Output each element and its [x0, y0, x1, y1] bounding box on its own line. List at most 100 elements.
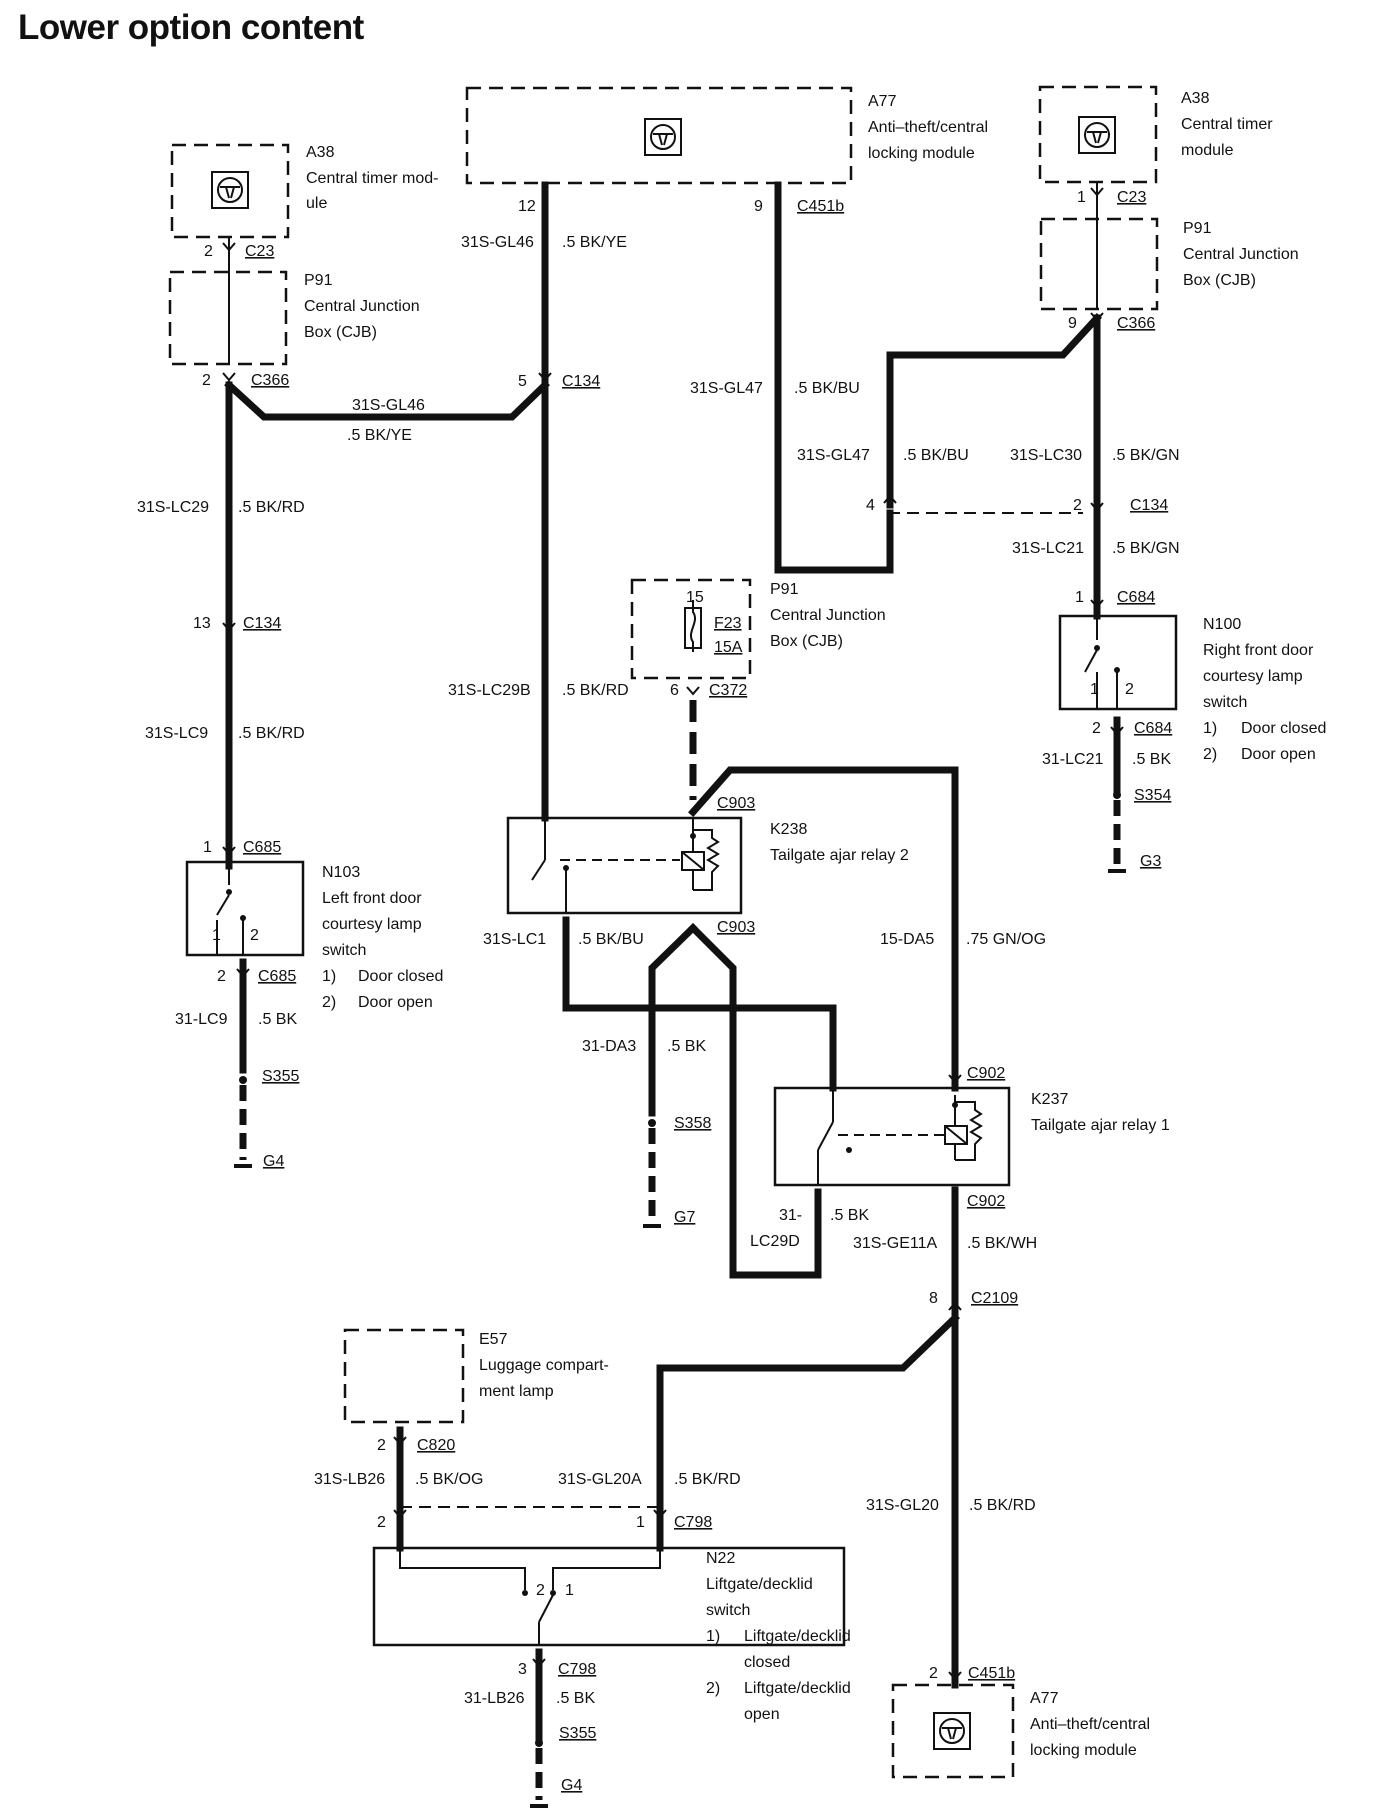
k238-name: Tailgate ajar relay 2 — [770, 847, 909, 864]
connector-pin: 2 — [217, 968, 226, 985]
wire-code: 31S-GE11A — [853, 1235, 938, 1252]
connector-label: C134 — [243, 615, 281, 632]
wire-code: 31S-LC29B — [448, 682, 531, 699]
n103-state: 1) — [322, 968, 336, 985]
a77-bottom-box — [891, 1683, 1015, 1779]
n22-state: Liftgate/decklid — [744, 1680, 851, 1697]
wire-spec: .5 BK/RD — [674, 1471, 741, 1488]
ground-label: G4 — [561, 1777, 582, 1794]
p91-right-box — [1039, 217, 1159, 311]
connector-pin: 1 — [1077, 189, 1086, 206]
a38-left-id: A38 — [306, 144, 335, 161]
wire-code: 31S-GL46 — [352, 397, 425, 414]
connector-label: C685 — [258, 968, 296, 985]
page-title: Lower option content — [18, 8, 364, 47]
n22-id: N22 — [706, 1550, 735, 1567]
n103-state: Door open — [358, 994, 433, 1011]
p91-right-name: Box (CJB) — [1183, 272, 1256, 289]
fuse-rating: 15A — [714, 639, 743, 656]
wire-code: 31S-GL46 — [461, 234, 534, 251]
n100-name: Right front door — [1203, 642, 1314, 659]
n103-state: 2) — [322, 994, 336, 1011]
n100-name: switch — [1203, 694, 1247, 711]
a77-bottom-name: Anti–theft/central — [1030, 1716, 1150, 1733]
connector-pin: 9 — [1068, 315, 1077, 332]
n22-state: 2) — [706, 1680, 720, 1697]
connector-pin: 1 — [636, 1514, 645, 1531]
connector-label: C372 — [709, 682, 747, 699]
e57-id: E57 — [479, 1331, 508, 1348]
connector-pin: 1 — [203, 839, 212, 856]
connector-label: C798 — [674, 1514, 712, 1531]
k237-name: Tailgate ajar relay 1 — [1031, 1117, 1170, 1134]
connector-label: C684 — [1117, 589, 1155, 606]
connector-label: C903 — [717, 795, 755, 812]
p91-fuse-box — [630, 578, 752, 680]
wire-code: 31S-GL47 — [690, 380, 763, 397]
connector-pin: 2 — [929, 1665, 938, 1682]
switch-pin: 1 — [1090, 681, 1099, 698]
wire-code: 31S-LC9 — [145, 725, 208, 742]
connector-pin: 2 — [1092, 720, 1101, 737]
connector-label: C23 — [245, 243, 274, 260]
n103-box — [185, 860, 305, 957]
connector-pin: 12 — [518, 198, 536, 215]
a77-bottom-id: A77 — [1030, 1690, 1059, 1707]
e57-box — [343, 1328, 465, 1424]
wire-spec: .5 BK/GN — [1112, 447, 1180, 464]
k237-box — [773, 1086, 1011, 1187]
n22-name: switch — [706, 1602, 750, 1619]
splice-label: S358 — [674, 1115, 711, 1132]
connector-label: C451b — [797, 198, 844, 215]
connector-label: C685 — [243, 839, 281, 856]
connector-label: C902 — [967, 1065, 1005, 1082]
connector-pin: 13 — [193, 615, 211, 632]
switch-pin: 1 — [212, 927, 221, 944]
p91-fuse-name: Box (CJB) — [770, 633, 843, 650]
wire-spec: .5 BK/RD — [238, 499, 305, 516]
connector-pin: 4 — [866, 497, 875, 514]
p91-right-id: P91 — [1183, 220, 1212, 237]
wire-spec: .5 BK/BU — [794, 380, 860, 397]
connector-label: C451b — [968, 1665, 1015, 1682]
wire-code: 31-LC21 — [1042, 751, 1103, 768]
wire-spec: .5 BK/BU — [578, 931, 644, 948]
connector-pin: 2 — [377, 1437, 386, 1454]
n22-state: 1) — [706, 1628, 720, 1645]
a38-left-name: Central timer mod- — [306, 170, 438, 187]
n22-state: open — [744, 1706, 780, 1723]
k238-id: K238 — [770, 821, 807, 838]
wire-spec: .5 BK — [667, 1038, 706, 1055]
wire-spec: .5 BK/YE — [562, 234, 627, 251]
n22-state: closed — [744, 1654, 790, 1671]
ground-label: G7 — [674, 1209, 695, 1226]
a77-top-id: A77 — [868, 93, 897, 110]
switch-pin: 2 — [1125, 681, 1134, 698]
module-icon — [1078, 116, 1116, 154]
wire-code: LC29D — [750, 1233, 800, 1250]
k237-id: K237 — [1031, 1091, 1068, 1108]
connector-pin: 3 — [518, 1661, 527, 1678]
connector-label: C134 — [1130, 497, 1168, 514]
connector-pin: 5 — [518, 373, 527, 390]
wire-spec: .5 BK — [556, 1690, 595, 1707]
p91-left-id: P91 — [304, 272, 333, 289]
a38-left-name: ule — [306, 195, 327, 212]
splice-label: S355 — [262, 1068, 299, 1085]
connector-label: C2109 — [971, 1290, 1018, 1307]
wire-spec: .5 BK — [258, 1011, 297, 1028]
a77-top-name: locking module — [868, 145, 975, 162]
wire-spec: .5 BK/YE — [347, 427, 412, 444]
a38-right-name: Central timer — [1181, 116, 1273, 133]
wire-code: 31S-GL47 — [797, 447, 870, 464]
n103-name: courtesy lamp — [322, 916, 422, 933]
n103-state: Door closed — [358, 968, 443, 985]
connector-pin: 1 — [1075, 589, 1084, 606]
n100-state: 1) — [1203, 720, 1217, 737]
switch-pin: 2 — [250, 927, 259, 944]
a77-top-box — [465, 86, 853, 185]
connector-pin: 2 — [204, 243, 213, 260]
connector-label: C366 — [251, 372, 289, 389]
connector-label: C684 — [1134, 720, 1172, 737]
